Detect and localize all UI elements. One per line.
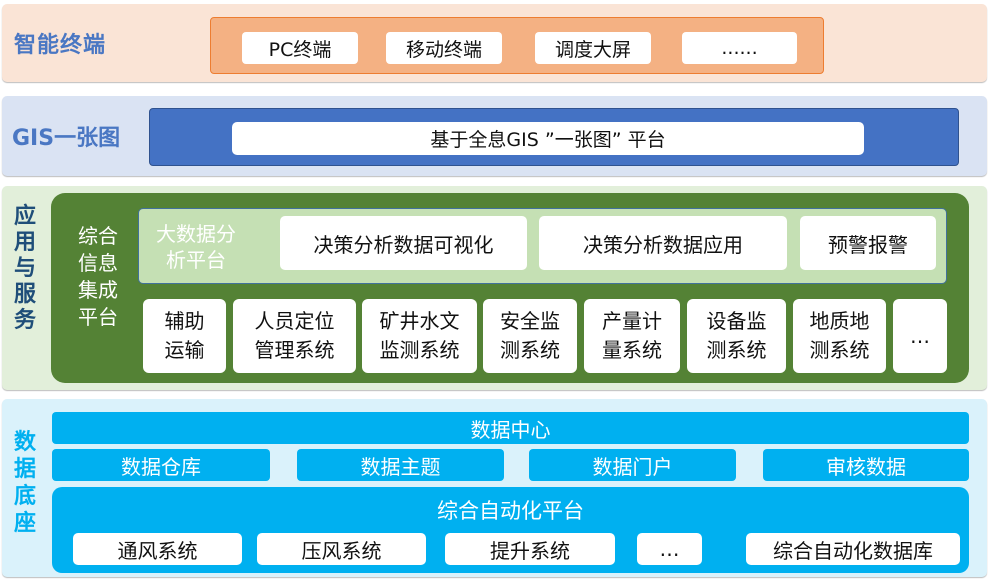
system-line: 设备监 — [706, 309, 767, 333]
automation-more[interactable]: … — [637, 533, 702, 565]
data-center[interactable]: 数据中心 — [52, 412, 969, 444]
bigdata-platform-label: 大数据分 析平台 — [141, 213, 251, 281]
bigdata-platform: 大数据分 析平台 决策分析数据可视化 决策分析数据应用 预警报警 — [138, 208, 947, 284]
system-line: 测系统 — [809, 338, 870, 362]
system-production-metering[interactable]: 产量计 量系统 — [584, 299, 680, 373]
title-char: 用 — [13, 230, 36, 255]
data-topics[interactable]: 数据主题 — [297, 449, 504, 481]
bigdata-item-application[interactable]: 决策分析数据应用 — [539, 216, 787, 270]
layer-gis: GIS一张图 基于全息GIS ”一张图” 平台 — [2, 96, 987, 176]
layer-title-gis: GIS一张图 — [12, 126, 121, 151]
label-line: 大数据分 — [156, 222, 236, 246]
system-personnel-location[interactable]: 人员定位 管理系统 — [233, 299, 356, 373]
system-line: 监测系统 — [379, 338, 460, 362]
terminal-group: PC终端 移动终端 调度大屏 ...... — [210, 17, 824, 74]
system-auxiliary-transport[interactable]: 辅助 运输 — [143, 299, 226, 373]
system-line: 产量计 — [602, 309, 662, 333]
layer-application-service: 应 用 与 服 务 综合 信息 集成 平台 大数据分 析平台 决策分析数据可视化… — [2, 186, 987, 390]
layer-title-data: 数 据 底 座 — [10, 429, 40, 537]
system-line: 管理系统 — [254, 338, 335, 362]
gis-platform[interactable]: 基于全息GIS ”一张图” 平台 — [232, 122, 864, 155]
title-char: 服 — [13, 282, 36, 307]
system-line: 测系统 — [500, 338, 560, 362]
integration-platform-label: 综合 信息 集成 平台 — [73, 223, 123, 331]
system-geological-survey[interactable]: 地质地 测系统 — [793, 299, 886, 373]
automation-platform-title: 综合自动化平台 — [437, 499, 584, 523]
system-line: 量系统 — [602, 338, 662, 362]
automation-hoisting[interactable]: 提升系统 — [445, 533, 615, 565]
title-char: 应 — [13, 204, 36, 229]
system-line: 地质地 — [809, 309, 870, 333]
system-line: 测系统 — [706, 338, 767, 362]
system-line: 矿井水文 — [379, 309, 460, 333]
bigdata-item-alarm[interactable]: 预警报警 — [800, 216, 936, 270]
system-more[interactable]: … — [893, 299, 947, 373]
layer-title-app: 应 用 与 服 务 — [10, 204, 40, 334]
layer-smart-terminal: 智能终端 PC终端 移动终端 调度大屏 ...... — [2, 4, 987, 82]
system-line: 运输 — [164, 338, 205, 362]
system-line: 人员定位 — [254, 309, 335, 333]
integration-platform: 综合 信息 集成 平台 大数据分 析平台 决策分析数据可视化 决策分析数据应用 … — [51, 193, 969, 383]
data-warehouse[interactable]: 数据仓库 — [52, 449, 270, 481]
title-char: 据 — [13, 457, 36, 482]
label-line: 集成 — [78, 278, 118, 302]
terminal-mobile[interactable]: 移动终端 — [386, 32, 502, 64]
automation-air-compression[interactable]: 压风系统 — [257, 533, 426, 565]
system-line: 辅助 — [164, 309, 205, 333]
data-portal[interactable]: 数据门户 — [529, 449, 736, 481]
integrated-automation-platform: 综合自动化平台 通风系统 压风系统 提升系统 … 综合自动化数据库 — [52, 487, 969, 573]
terminal-pc[interactable]: PC终端 — [242, 32, 358, 64]
title-char: 与 — [13, 256, 36, 281]
title-char: 务 — [13, 308, 36, 333]
label-line: 综合 — [78, 224, 118, 248]
title-char: 座 — [13, 511, 36, 536]
automation-ventilation[interactable]: 通风系统 — [73, 533, 242, 565]
ellipsis-icon: … — [910, 323, 930, 348]
gis-group: 基于全息GIS ”一张图” 平台 — [149, 108, 959, 166]
label-line: 析平台 — [166, 248, 226, 272]
terminal-more[interactable]: ...... — [682, 32, 797, 64]
data-audit[interactable]: 审核数据 — [763, 449, 969, 481]
system-line: 安全监 — [500, 309, 560, 333]
bigdata-item-visualization[interactable]: 决策分析数据可视化 — [280, 216, 527, 270]
layer-data-foundation: 数 据 底 座 数据中心 数据仓库 数据主题 数据门户 审核数据 综合自动化平台… — [2, 399, 987, 577]
title-char: 底 — [13, 484, 36, 509]
label-line: 平台 — [78, 305, 118, 329]
label-line: 信息 — [78, 251, 118, 275]
layer-title-terminal: 智能终端 — [14, 33, 107, 58]
system-equipment-monitoring[interactable]: 设备监 测系统 — [687, 299, 786, 373]
title-char: 数 — [13, 430, 36, 455]
system-mine-hydrology[interactable]: 矿井水文 监测系统 — [362, 299, 477, 373]
terminal-dispatch-screen[interactable]: 调度大屏 — [535, 32, 651, 64]
automation-database[interactable]: 综合自动化数据库 — [746, 533, 960, 565]
system-safety-monitoring[interactable]: 安全监 测系统 — [483, 299, 577, 373]
